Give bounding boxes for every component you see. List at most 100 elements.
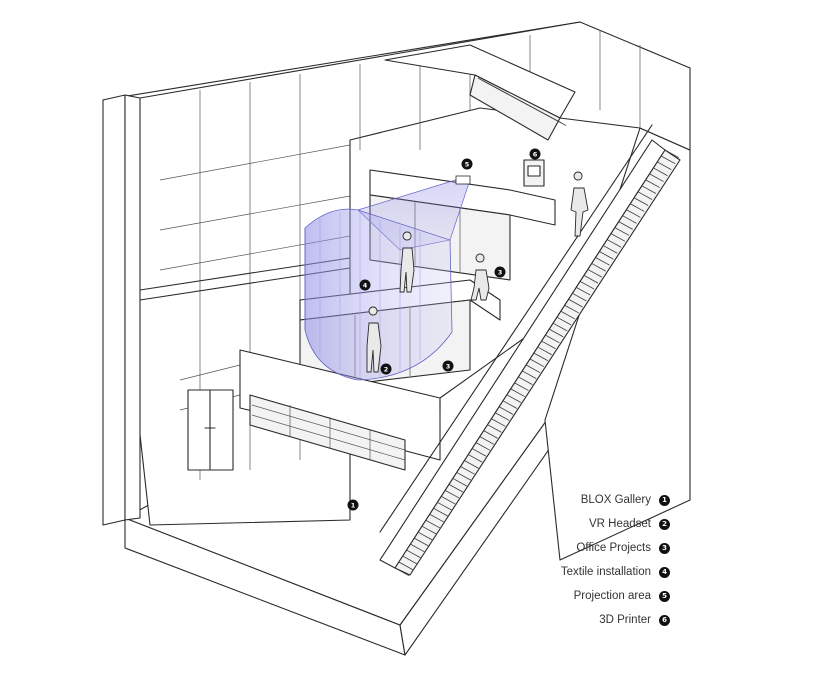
stair-tread: [637, 191, 653, 200]
stair-tread: [398, 561, 414, 571]
legend-number: 5: [659, 590, 670, 602]
legend-label: Office Projects: [576, 542, 651, 554]
stair-tread: [641, 185, 657, 194]
stair-tread: [610, 233, 626, 242]
stair-tread: [468, 454, 483, 463]
stair-tread: [433, 507, 448, 517]
marker-office-projects-lower: 3: [442, 360, 454, 372]
stair-tread: [414, 537, 429, 547]
stair-tread: [591, 263, 606, 272]
stair-tread: [576, 286, 591, 296]
stair-tread: [622, 215, 637, 224]
stair-tread: [402, 555, 417, 565]
stair-tread: [549, 328, 564, 338]
stair-tread: [545, 334, 560, 344]
stair-tread: [541, 340, 556, 350]
stair-tread: [529, 358, 545, 368]
stair-tread: [483, 430, 498, 439]
stair-tread: [579, 281, 595, 290]
stair-tread: [618, 221, 633, 230]
stair-tread: [475, 442, 491, 451]
stair-tread: [510, 388, 525, 397]
stair-tread: [626, 209, 641, 218]
upper-stair-bridge: [384, 44, 576, 141]
marker-projection-area-label: 5: [465, 160, 470, 168]
legend-label: Textile installation: [560, 566, 651, 578]
stair-tread: [603, 245, 618, 254]
marker-office-projects-lower-label: 3: [446, 362, 451, 370]
printer-panel: [523, 159, 545, 187]
marker-vr-headset: 2: [380, 363, 392, 375]
stair-tread: [630, 203, 645, 212]
stair-tread: [657, 161, 672, 170]
stair-tread: [425, 519, 441, 529]
stair-tread: [460, 466, 475, 475]
stair-tread: [664, 149, 680, 159]
stair-tread: [448, 484, 464, 493]
stair-tread: [587, 269, 603, 278]
stair-tread: [514, 382, 529, 391]
legend-label: VR Headset: [588, 518, 651, 530]
stair-tread: [456, 472, 471, 481]
stair-tread: [464, 460, 479, 469]
legend-item-3d-printer: 3D Printer 6: [520, 608, 670, 632]
marker-gallery-label: 1: [351, 501, 356, 509]
marker-vr-headset-label: 2: [384, 365, 389, 373]
marker-3d-printer-label: 6: [533, 150, 538, 158]
stair-tread: [441, 495, 456, 505]
stair-tread: [606, 239, 622, 248]
marker-gallery: 1: [347, 499, 359, 511]
stair-tread: [394, 567, 410, 577]
legend-label: 3D Printer: [599, 614, 651, 626]
legend-label: BLOX Gallery: [580, 494, 651, 506]
stair-tread: [653, 167, 668, 176]
legend-number: 4: [659, 566, 670, 578]
marker-textile-installation: 4: [359, 279, 371, 291]
legend: BLOX Gallery 1 VR Headset 2 Office Proje…: [520, 488, 670, 632]
legend-item-vr-headset: VR Headset 2: [520, 512, 670, 536]
stair-tread: [518, 376, 533, 385]
marker-office-projects-upper: 3: [494, 266, 506, 278]
stair-tread: [568, 298, 583, 308]
legend-number: 6: [659, 614, 670, 626]
stair-tread: [660, 155, 676, 165]
stair-tread: [452, 478, 468, 487]
front-column: [102, 94, 351, 526]
stair-tread: [556, 316, 572, 326]
stair-tread: [502, 400, 518, 409]
legend-number: 1: [659, 494, 670, 506]
stair-tread: [429, 513, 444, 523]
stair-tread: [599, 251, 614, 260]
stair-tread: [495, 412, 510, 421]
people: [366, 171, 589, 373]
stair-tread: [649, 173, 664, 182]
stair-tread: [595, 257, 610, 266]
stair-tread: [471, 448, 487, 457]
stair-tread: [555, 119, 567, 126]
stair-tread: [533, 352, 549, 362]
stair-tread: [633, 197, 649, 206]
legend-item-projection-area: Projection area 5: [520, 584, 670, 608]
stair-tread: [572, 292, 587, 302]
legend-item-gallery: BLOX Gallery 1: [520, 488, 670, 512]
stair-tread: [437, 501, 452, 511]
legend-item-office-projects: Office Projects 3: [520, 536, 670, 560]
stair-tread: [564, 304, 579, 314]
stair-tread: [421, 525, 437, 535]
main-staircase: [379, 124, 681, 577]
stair-tread: [537, 346, 552, 356]
stair-tread: [552, 322, 568, 332]
projection-volume: [304, 175, 471, 381]
stair-tread: [444, 490, 460, 499]
marker-3d-printer: 6: [529, 148, 541, 160]
marker-office-projects-upper-label: 3: [498, 268, 503, 276]
legend-number: 3: [659, 542, 670, 554]
stair-tread: [487, 424, 502, 433]
gallery-wall: [239, 349, 441, 471]
stair-tread: [406, 549, 421, 559]
stair-tread: [645, 179, 660, 188]
entrance-doors: [187, 389, 234, 471]
stair-tread: [614, 227, 630, 236]
legend-number: 2: [659, 518, 670, 530]
